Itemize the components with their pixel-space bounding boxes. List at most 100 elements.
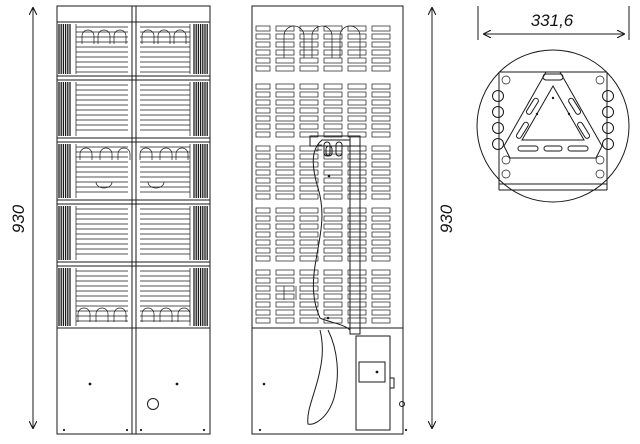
side-slot [255, 131, 271, 138]
side-slot [347, 277, 367, 284]
side-slot [323, 247, 343, 254]
front-foot-screw-4 [202, 428, 206, 432]
side-slot [323, 239, 343, 246]
side-slot [299, 301, 319, 308]
side-slot [371, 131, 391, 138]
side-slot [347, 309, 367, 316]
side-slot [275, 317, 295, 324]
side-slot [323, 301, 343, 308]
side-slot [255, 49, 271, 56]
side-slot [255, 57, 271, 64]
top-triangle-bracket [503, 71, 603, 159]
front-height-label: 930 [9, 204, 28, 233]
side-slot [371, 169, 391, 176]
side-slot [323, 99, 343, 106]
side-slot [275, 25, 295, 32]
side-slot [371, 269, 391, 276]
side-slot [299, 177, 319, 184]
side-slot [347, 115, 367, 122]
side-slot [275, 269, 295, 276]
side-slot [255, 161, 271, 168]
side-slot [299, 65, 319, 72]
side-slot [347, 293, 367, 300]
side-slot [323, 185, 343, 192]
side-slot [323, 177, 343, 184]
side-slot [299, 317, 319, 324]
side-slot [275, 57, 295, 64]
side-slot [299, 215, 319, 222]
side-slot [371, 177, 391, 184]
side-slot [299, 33, 319, 40]
side-slot [275, 247, 295, 254]
side-slot [371, 123, 391, 130]
side-slot [347, 169, 367, 176]
side-slot [323, 115, 343, 122]
side-slot [275, 293, 295, 300]
side-slot [275, 91, 295, 98]
side-slot [323, 33, 343, 40]
side-slot [371, 231, 391, 238]
side-foot-screw-2 [404, 428, 408, 432]
top-view: 331,6 [476, 6, 630, 203]
side-slot [347, 131, 367, 138]
front-foot-screw-3 [139, 428, 143, 432]
side-slot [347, 317, 367, 324]
side-slot [255, 255, 271, 262]
side-slot [275, 277, 295, 284]
side-slot [347, 215, 367, 222]
side-slot [347, 247, 367, 254]
side-slot [371, 309, 391, 316]
side-slot [299, 99, 319, 106]
side-slot [299, 247, 319, 254]
side-slot [323, 215, 343, 222]
side-view: 930 [251, 5, 456, 435]
side-slot [323, 277, 343, 284]
side-slot [371, 239, 391, 246]
side-slot [371, 99, 391, 106]
side-slot [347, 223, 367, 230]
side-slot [347, 33, 367, 40]
side-slot [255, 25, 271, 32]
side-slot [299, 83, 319, 90]
side-slot [255, 309, 271, 316]
side-slot [347, 153, 367, 160]
front-foot-screw-2 [125, 428, 129, 432]
side-slot [371, 161, 391, 168]
side-slot [323, 123, 343, 130]
side-slot [371, 293, 391, 300]
front-screw-left [88, 382, 92, 386]
side-slot [371, 41, 391, 48]
side-slot [275, 153, 295, 160]
side-slot [299, 107, 319, 114]
side-slot [255, 223, 271, 230]
side-slot [323, 285, 343, 292]
side-slot [255, 285, 271, 292]
side-slot [371, 317, 391, 324]
top-element-ports-left [492, 75, 511, 179]
side-slot [275, 223, 295, 230]
side-slot [299, 239, 319, 246]
side-slot [299, 145, 319, 152]
side-slot [299, 185, 319, 192]
side-slot [371, 107, 391, 114]
side-slot [299, 49, 319, 56]
side-slot [275, 49, 295, 56]
side-slot [347, 91, 367, 98]
side-slot [323, 91, 343, 98]
side-slot [347, 301, 367, 308]
side-slot [275, 169, 295, 176]
side-foot-screw-1 [258, 428, 262, 432]
side-slot [323, 107, 343, 114]
side-slot [299, 231, 319, 238]
side-slot [255, 277, 271, 284]
side-slot [299, 153, 319, 160]
side-slot [255, 91, 271, 98]
side-slot [323, 293, 343, 300]
side-slot [275, 185, 295, 192]
side-slot [299, 223, 319, 230]
side-slot [371, 57, 391, 64]
side-slot [347, 239, 367, 246]
side-slot [275, 145, 295, 152]
top-element-ports-right [595, 75, 614, 179]
